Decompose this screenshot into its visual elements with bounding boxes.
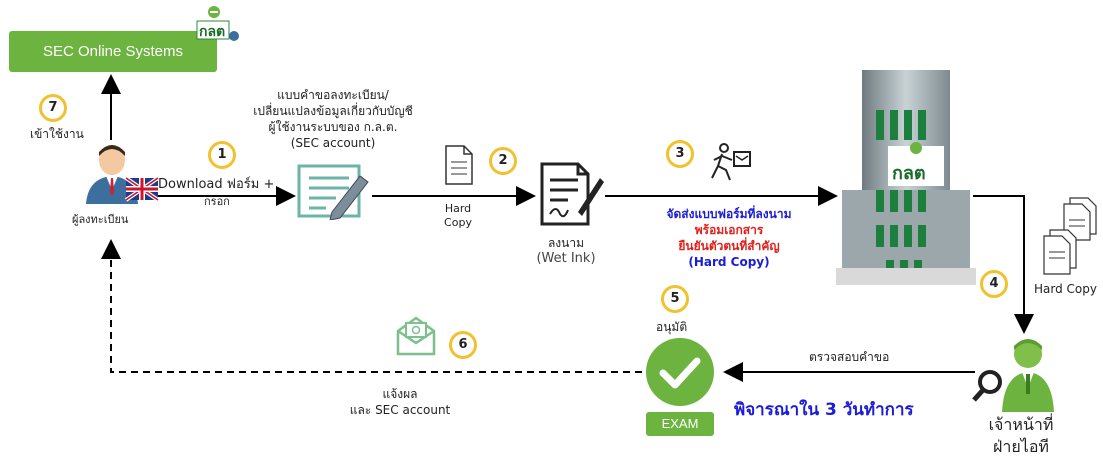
approve-label: อนุมัติ bbox=[656, 320, 688, 334]
notify-label: แจ้งผล และ SEC account bbox=[340, 386, 460, 418]
approved-check-icon bbox=[645, 337, 715, 407]
send-line-3: ยืนยันตัวตนที่สำคัญ bbox=[678, 239, 780, 253]
registrant-avatar bbox=[82, 142, 160, 204]
sign-label: ลงนาม (Wet Ink) bbox=[518, 235, 614, 267]
send-line-4: (Hard Copy) bbox=[688, 255, 770, 269]
step-5-badge: 5 bbox=[661, 285, 689, 313]
officer-line-2: ฝ่ายไอที bbox=[993, 437, 1049, 456]
arrow-to-officer bbox=[973, 195, 1034, 334]
hard-copy-document-icon bbox=[444, 144, 474, 186]
form-title: แบบคำขอลงทะเบียน/ เปลี่ยนแปลงข้อมูลเกี่ย… bbox=[243, 87, 423, 151]
form-title-line-1: แบบคำขอลงทะเบียน/ bbox=[277, 88, 389, 102]
hard-copy-right-label: Hard Copy bbox=[1034, 282, 1097, 296]
email-envelope-icon bbox=[395, 315, 437, 357]
notify-line-1: แจ้งผล bbox=[382, 387, 418, 401]
sec-logo: กลต bbox=[194, 4, 242, 44]
hard-copy-line-1: Hard bbox=[444, 202, 472, 215]
download-label: Download ฟอร์ม + bbox=[158, 177, 275, 192]
access-label: เข้าใช้งาน bbox=[30, 127, 84, 141]
sign-line-1: ลงนาม bbox=[547, 236, 585, 250]
step-6-badge: 6 bbox=[449, 331, 477, 359]
step-7-badge: 7 bbox=[39, 94, 67, 122]
send-line-2: พร้อมเอกสาร bbox=[694, 223, 764, 237]
step-1-badge: 1 bbox=[208, 141, 236, 169]
sec-logo-text: กลต bbox=[199, 24, 226, 40]
sec-building-image: กลต bbox=[836, 70, 976, 285]
send-line-1: จัดส่งแบบฟอร์มที่ลงนาม bbox=[666, 207, 792, 221]
notify-line-2: และ SEC account bbox=[349, 403, 451, 417]
step-4-badge: 4 bbox=[980, 270, 1008, 298]
form-title-line-2: เปลี่ยนแปลงข้อมูลเกี่ยวกับบัญชี bbox=[253, 104, 413, 118]
send-instructions: จัดส่งแบบฟอร์มที่ลงนาม พร้อมเอกสาร ยืนยั… bbox=[634, 206, 824, 270]
sign-line-2: (Wet Ink) bbox=[536, 251, 596, 266]
form-title-line-4: (SEC account) bbox=[290, 136, 376, 150]
fill-label: กรอก bbox=[204, 195, 230, 208]
registrant-label: ผู้ลงทะเบียน bbox=[72, 213, 129, 226]
hard-copy-label: Hard Copy bbox=[438, 202, 478, 230]
officer-label: เจ้าหน้าที่ ฝ่ายไอที bbox=[966, 414, 1076, 458]
stacked-documents-icon bbox=[1040, 196, 1102, 278]
step-3-badge: 3 bbox=[666, 140, 694, 168]
building-logo-text: กลต bbox=[892, 163, 926, 184]
sec-online-systems-button[interactable]: SEC Online Systems bbox=[9, 31, 217, 72]
signature-document-icon bbox=[538, 160, 606, 228]
consider-label: พิจารณาใน 3 วันทำการ bbox=[734, 400, 914, 420]
officer-line-1: เจ้าหน้าที่ bbox=[988, 415, 1054, 434]
form-document-icon bbox=[296, 164, 372, 221]
it-officer-avatar bbox=[972, 336, 1062, 414]
check-request-label: ตรวจสอบคำขอ bbox=[809, 350, 890, 364]
form-title-line-3: ผู้ใช้งานระบบของ ก.ล.ต. bbox=[268, 120, 398, 134]
hard-copy-line-2: Copy bbox=[444, 216, 472, 229]
arrow-notify-back bbox=[101, 239, 642, 373]
exam-button[interactable]: EXAM bbox=[646, 412, 714, 436]
step-2-badge: 2 bbox=[489, 147, 517, 175]
courier-icon bbox=[708, 142, 756, 182]
